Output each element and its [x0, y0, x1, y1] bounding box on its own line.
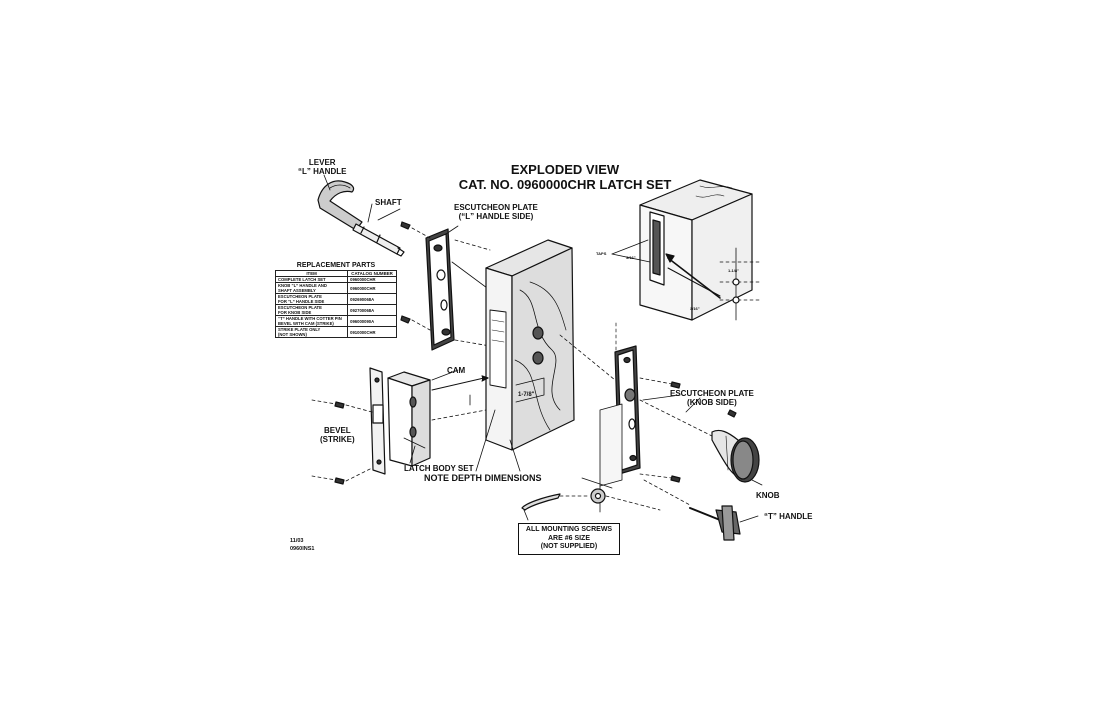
item-line-1: KNOB “L” HANDLE AND — [278, 283, 327, 288]
item-line-1: ESCUTCHEON PLATE — [278, 294, 322, 299]
label-t-handle: “T” HANDLE — [764, 512, 813, 521]
parts-table: ITEM CATALOG NUMBER COMPLETE LATCH SET 0… — [274, 270, 397, 338]
inset-dim-2: 1-1/8" — [728, 268, 740, 273]
header-catalog: CATALOG NUMBER — [347, 270, 397, 277]
label-latch-body: LATCH BODY SET — [404, 464, 474, 473]
label-note-depth: NOTE DEPTH DIMENSIONS — [424, 473, 542, 483]
label-escutcheon-l-line-1: ESCUTCHEON PLATE — [454, 203, 538, 212]
label-escutcheon-knob-line-1: ESCUTCHEON PLATE — [670, 389, 754, 398]
label-lever-line-2: “L” HANDLE — [298, 167, 347, 176]
item-line-1: ESCUTCHEON PLATE — [278, 305, 322, 310]
footer-date: 11/03 — [290, 538, 304, 544]
item-line-1: COMPLETE LATCH SET — [278, 277, 326, 282]
label-cam: CAM — [447, 366, 466, 375]
title-line-2: CAT. NO. 0960000CHR LATCH SET — [458, 177, 672, 192]
mounting-note-line-2: ARE #6 SIZE — [547, 534, 590, 542]
latch-body-icon — [387, 371, 431, 467]
item-line-1: “T” HANDLE WITH COTTER PIN — [278, 316, 342, 321]
lever-handle-icon — [317, 180, 363, 231]
item-line-2: (NOT SHOWN) — [278, 332, 307, 337]
parts-catalog-cell: 092690068A — [347, 293, 397, 305]
label-lever: LEVER “L” HANDLE — [298, 158, 346, 176]
document-footer: 11/03 0960INS1 — [290, 537, 314, 553]
label-knob: KNOB — [756, 491, 780, 500]
item-line-2: FOR KNOB SIDE — [278, 310, 312, 315]
door-depth-dim: 1-7/8" — [518, 392, 535, 398]
door-block-icon — [485, 239, 575, 451]
item-line-2: FOR “L” HANDLE SIDE — [278, 299, 325, 304]
title-line-1: EXPLODED VIEW — [510, 162, 620, 177]
label-bevel-line-2: (STRIKE) — [320, 435, 355, 444]
label-shaft: SHAFT — [375, 198, 402, 207]
item-line-2: BEVEL WITH CAM (STRIKE) — [278, 321, 334, 326]
table-row: STRIKE PLATE ONLY(NOT SHOWN) 0910000CHR — [274, 326, 397, 338]
label-escutcheon-knob: ESCUTCHEON PLATE (KNOB SIDE) — [670, 389, 754, 407]
footer-doc-id: 0960INS1 — [290, 546, 315, 552]
knob-icon — [711, 429, 760, 483]
replacement-parts-title: REPLACEMENT PARTS — [296, 262, 376, 269]
label-taps: TAPS — [596, 251, 607, 256]
parts-catalog-cell: 096000090A — [347, 315, 397, 327]
parts-catalog-cell: 0960000CHR — [347, 282, 397, 294]
shaft-icon — [352, 223, 405, 257]
replacement-parts-table: REPLACEMENT PARTS ITEM CATALOG NUMBER CO… — [274, 262, 397, 338]
parts-catalog-cell: 0910000CHR — [347, 326, 397, 338]
washer-icon — [590, 488, 606, 504]
inset-dim-1: 3/16" — [626, 255, 636, 260]
inset-dim-3: 3/16" — [690, 306, 700, 311]
parts-item-cell: STRIKE PLATE ONLY(NOT SHOWN) — [274, 326, 349, 338]
screw-icon — [400, 221, 411, 324]
bevel-strike-icon — [369, 367, 386, 475]
diagram-title: EXPLODED VIEW CAT. NO. 0960000CHR LATCH … — [430, 162, 700, 192]
item-line-2: SHAFT ASSEMBLY — [278, 288, 316, 293]
parts-catalog-cell: 092700068A — [347, 304, 397, 316]
label-escutcheon-l: ESCUTCHEON PLATE (“L” HANDLE SIDE) — [454, 203, 538, 221]
label-escutcheon-l-line-2: (“L” HANDLE SIDE) — [458, 212, 534, 221]
escutcheon-plate-l-icon — [425, 228, 455, 351]
door-edge-inset-icon — [639, 179, 761, 321]
cotter-pin-icon — [521, 493, 561, 511]
label-bevel-line-1: BEVEL — [324, 426, 351, 435]
label-bevel: BEVEL (STRIKE) — [320, 426, 355, 444]
mounting-screws-note: ALL MOUNTING SCREWS ARE #6 SIZE (NOT SUP… — [518, 523, 620, 555]
item-line-1: STRIKE PLATE ONLY — [278, 327, 321, 332]
label-lever-line-1: LEVER — [308, 158, 336, 167]
t-handle-icon — [689, 505, 741, 541]
mounting-note-line-1: ALL MOUNTING SCREWS — [525, 526, 613, 533]
label-escutcheon-knob-line-2: (KNOB SIDE) — [687, 398, 737, 407]
mounting-note-line-3: (NOT SUPPLIED) — [540, 543, 598, 550]
